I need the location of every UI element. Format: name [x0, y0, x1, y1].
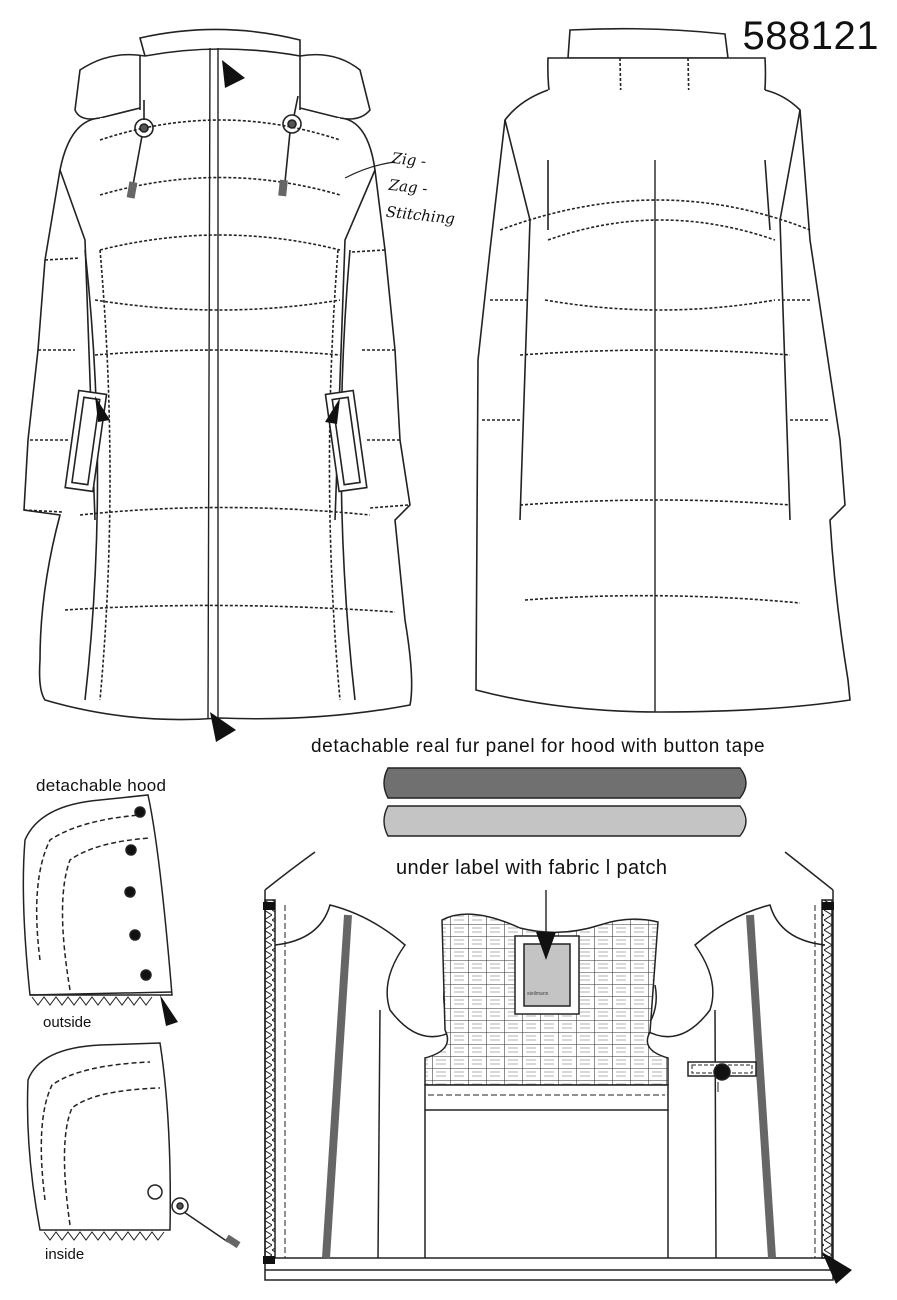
- brand-label-text: steilmann: [527, 991, 549, 997]
- hood-outside-label: outside: [43, 1014, 92, 1031]
- hood-inside-sketch: [26, 1042, 241, 1249]
- zigzag-stitching-note: Zig - Zag - Stitching: [385, 148, 456, 228]
- fur-panel-title: detachable real fur panel for hood with …: [311, 736, 766, 757]
- detachable-hood-title: detachable hood: [36, 776, 167, 795]
- back-coat-sketch: [475, 27, 851, 713]
- style-number: 588121: [742, 14, 879, 58]
- fur-panel-dark: [383, 767, 747, 799]
- fur-panel-swatches: [383, 767, 747, 837]
- hood-outside-sketch: [22, 794, 178, 1026]
- hood-inside-label: inside: [45, 1246, 85, 1263]
- front-coat-sketch: [23, 28, 413, 742]
- under-label-note: under label with fabric l patch: [396, 857, 668, 879]
- lining-sketch: [263, 851, 852, 1284]
- fur-panel-light: [383, 805, 747, 837]
